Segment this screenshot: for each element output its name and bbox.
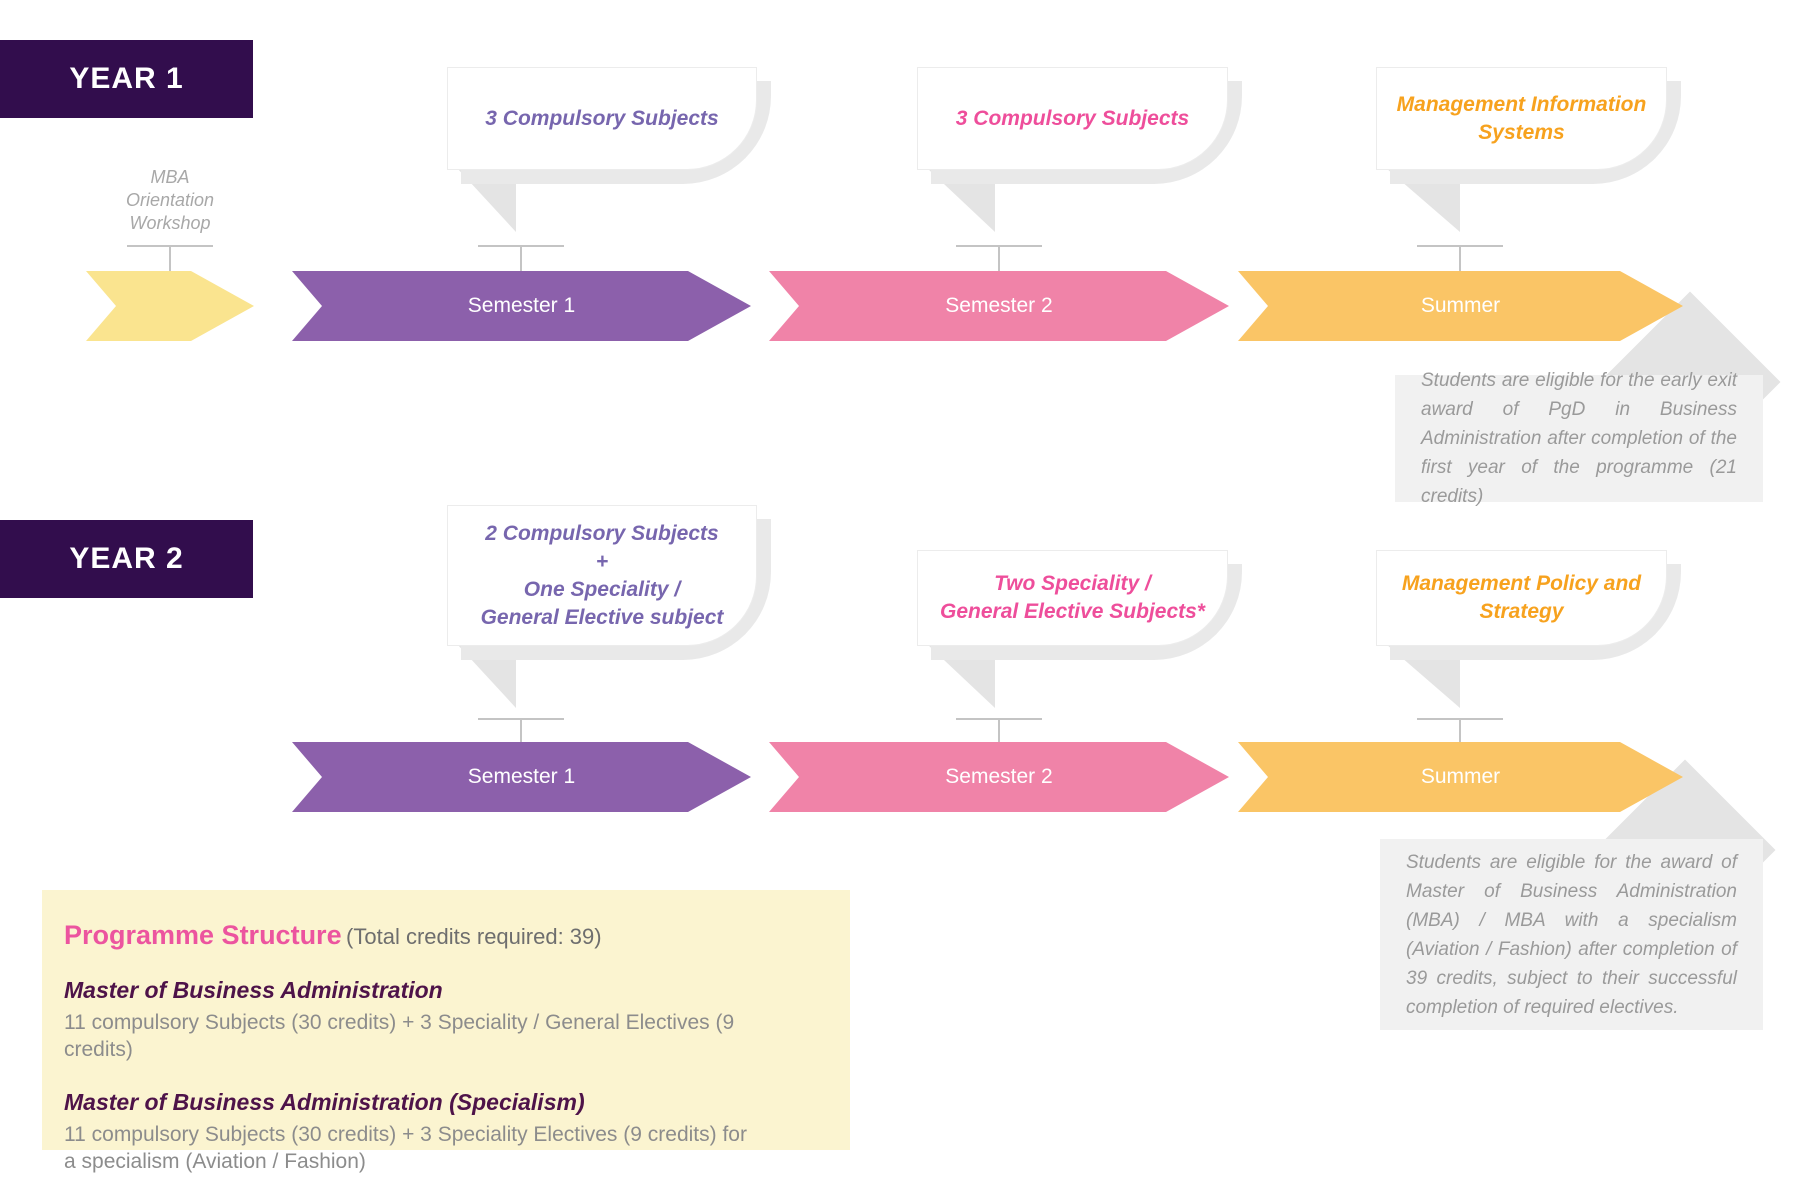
orientation-line: Orientation: [125, 190, 215, 210]
programme-structure-title: Programme Structure: [64, 920, 342, 950]
year1-header: YEAR 1: [0, 40, 253, 118]
year2-label: YEAR 2: [69, 542, 184, 575]
orientation-line: Workshop: [129, 213, 211, 233]
chevron-label: Summer: [1420, 765, 1501, 788]
year2-marker-stem-semester1: [520, 718, 522, 744]
year1-chevron-semester1: Semester 1: [292, 271, 751, 341]
chevron-label: Semester 2: [945, 765, 1053, 788]
year2-eligibility-text: Students are eligible for the award of M…: [1406, 851, 1737, 1018]
year1-marker-stem-semester1: [520, 245, 522, 271]
chevron-label: Summer: [1420, 294, 1501, 317]
callout-text-line: Two Speciality /: [994, 572, 1151, 595]
year1-callout-summer: Management Information Systems: [1376, 67, 1667, 170]
year2-marker-stem-summer: [1459, 718, 1461, 744]
year2-chevron-summer: Summer: [1238, 742, 1683, 812]
callout-text-line: Management Information: [1396, 92, 1647, 116]
mba-section-body: 11 compulsory Subjects (30 credits) + 3 …: [64, 1011, 735, 1061]
year2-callout-summer: Management Policy and Strategy: [1376, 550, 1667, 646]
year2-chevron-semester1: Semester 1: [292, 742, 751, 812]
callout-text-line: 2 Compulsory Subjects: [485, 521, 719, 545]
year1-chevron-summer: Summer: [1238, 271, 1683, 341]
callout-text-line: 3 Compulsory Subjects: [485, 106, 719, 130]
orientation-line: MBA: [150, 167, 190, 187]
orientation-workshop-note: MBA Orientation Workshop: [70, 166, 270, 235]
chevron-label: Semester 1: [467, 765, 576, 788]
year1-callout-semester2: 3 Compulsory Subjects: [917, 67, 1228, 170]
year2-eligibility-note: Students are eligible for the award of M…: [1380, 839, 1763, 1030]
callout-text-line: General Elective subject: [480, 605, 724, 629]
year1-chevron-semester2: Semester 2: [769, 271, 1229, 341]
callout-text-line: +: [595, 549, 609, 573]
chevron-label: Semester 1: [467, 294, 576, 317]
year2-chevron-semester2: Semester 2: [769, 742, 1229, 812]
year2-header: YEAR 2: [0, 520, 253, 598]
year1-marker-stem-semester2: [998, 245, 1000, 271]
mba-specialism-section-heading: Master of Business Administration (Speci…: [64, 1089, 585, 1115]
year2-callout-semester2: Two Speciality / General Elective Subjec…: [917, 550, 1228, 646]
mba-section-heading: Master of Business Administration: [64, 977, 443, 1003]
programme-structure-panel: Programme Structure (Total credits requi…: [42, 890, 850, 1173]
programme-structure-title-row: Programme Structure (Total credits requi…: [64, 920, 826, 951]
year1-marker-stem-orientation: [169, 245, 171, 271]
callout-text-line: General Elective Subjects*: [940, 600, 1205, 623]
callout-text-line: Management Policy and: [1401, 572, 1642, 595]
callout-text-line: One Speciality /: [523, 577, 681, 601]
year1-eligibility-text: Students are eligible for the early exit…: [1421, 370, 1737, 507]
programme-structure-subtitle: (Total credits required: 39): [346, 924, 602, 949]
year2-callout-semester1: 2 Compulsory Subjects + One Speciality /…: [447, 505, 757, 646]
chevron-label: Semester 2: [945, 294, 1053, 317]
year1-chevron-orientation: [86, 271, 254, 341]
callout-text-line: 3 Compulsory Subjects: [955, 106, 1190, 130]
callout-text-line: Strategy: [1479, 600, 1564, 623]
mba-specialism-section-body: 11 compulsory Subjects (30 credits) + 3 …: [64, 1123, 747, 1173]
year2-marker-stem-semester2: [998, 718, 1000, 744]
year1-label: YEAR 1: [69, 62, 184, 95]
year1-callout-semester1: 3 Compulsory Subjects: [447, 67, 757, 170]
callout-text-line: Systems: [1478, 120, 1565, 144]
year1-marker-stem-summer: [1459, 245, 1461, 271]
year1-eligibility-note: Students are eligible for the early exit…: [1395, 370, 1763, 507]
